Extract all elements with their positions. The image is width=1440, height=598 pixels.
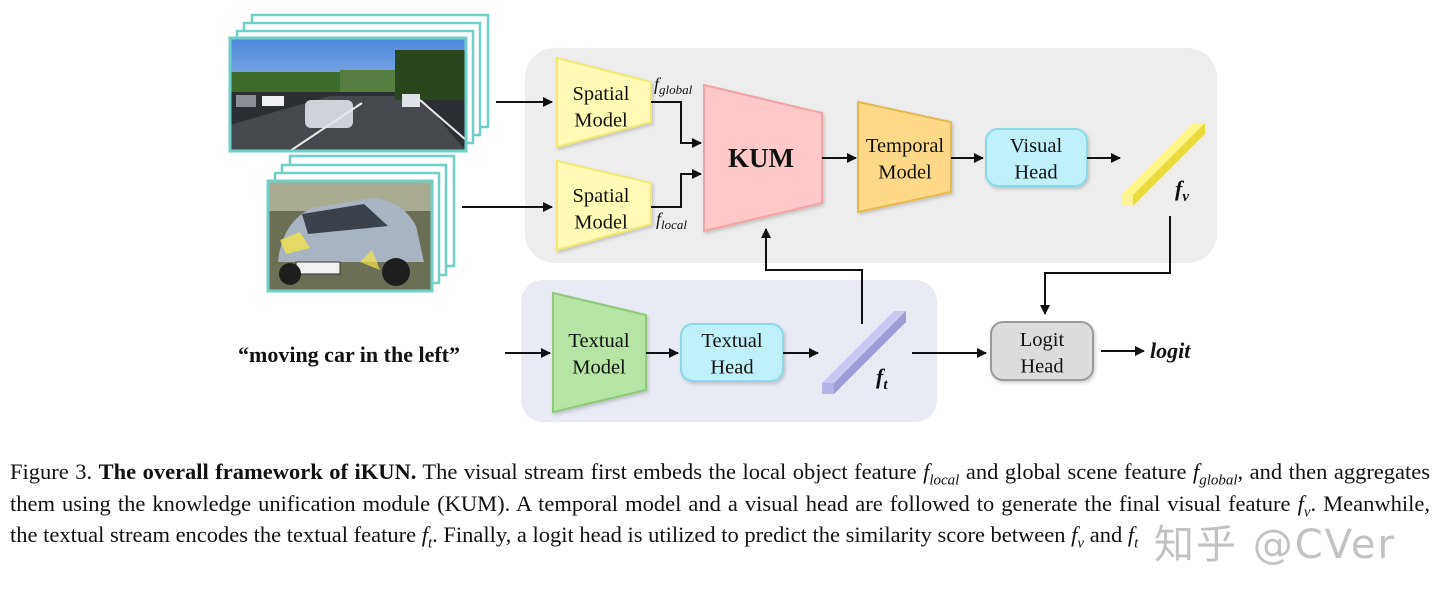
f-local-label: flocal	[656, 209, 687, 232]
f-global-label: fglobal	[654, 74, 693, 97]
scene-frames-image	[228, 13, 490, 153]
query-text: “moving car in the left”	[238, 342, 460, 367]
caption-f-t-2: ft	[1127, 522, 1139, 552]
f-v-label: fv	[1175, 176, 1189, 205]
caption-f-v: fv	[1297, 490, 1311, 520]
caption-f-t: ft	[421, 522, 433, 552]
textual-feature-bar	[822, 311, 906, 394]
logit-output-label: logit	[1150, 338, 1191, 363]
visual-feature-bar	[1121, 123, 1205, 206]
caption-title: The overall framework of iKUN.	[98, 459, 417, 484]
caption-sentence-3: , and then aggregates them using the kno…	[10, 459, 1431, 516]
caption-f-local: flocal	[923, 459, 960, 489]
caption-f-v-2: fv	[1071, 522, 1085, 552]
caption-sentence-1: The visual stream first embeds the local…	[422, 459, 917, 484]
caption-sentence-4: . Meanwhile, the textual stream encodes …	[10, 490, 1431, 548]
watermark: 知乎 @CVer	[1154, 522, 1396, 568]
caption-sentence-6: and	[1089, 522, 1123, 547]
caption-sentence-5: . Finally, a logit head is utilized to p…	[432, 522, 1066, 547]
f-t-label: ft	[876, 364, 888, 393]
kum-module: KUM	[703, 83, 823, 233]
figure-caption: Figure 3. The overall framework of iKUN.…	[10, 456, 1430, 551]
kum-label: KUM	[728, 143, 794, 173]
caption-figure-label: Figure 3.	[10, 459, 93, 484]
caption-sentence-2: and global scene feature	[965, 459, 1187, 484]
caption-f-global: fglobal	[1192, 459, 1238, 489]
object-frames-image	[266, 154, 456, 293]
